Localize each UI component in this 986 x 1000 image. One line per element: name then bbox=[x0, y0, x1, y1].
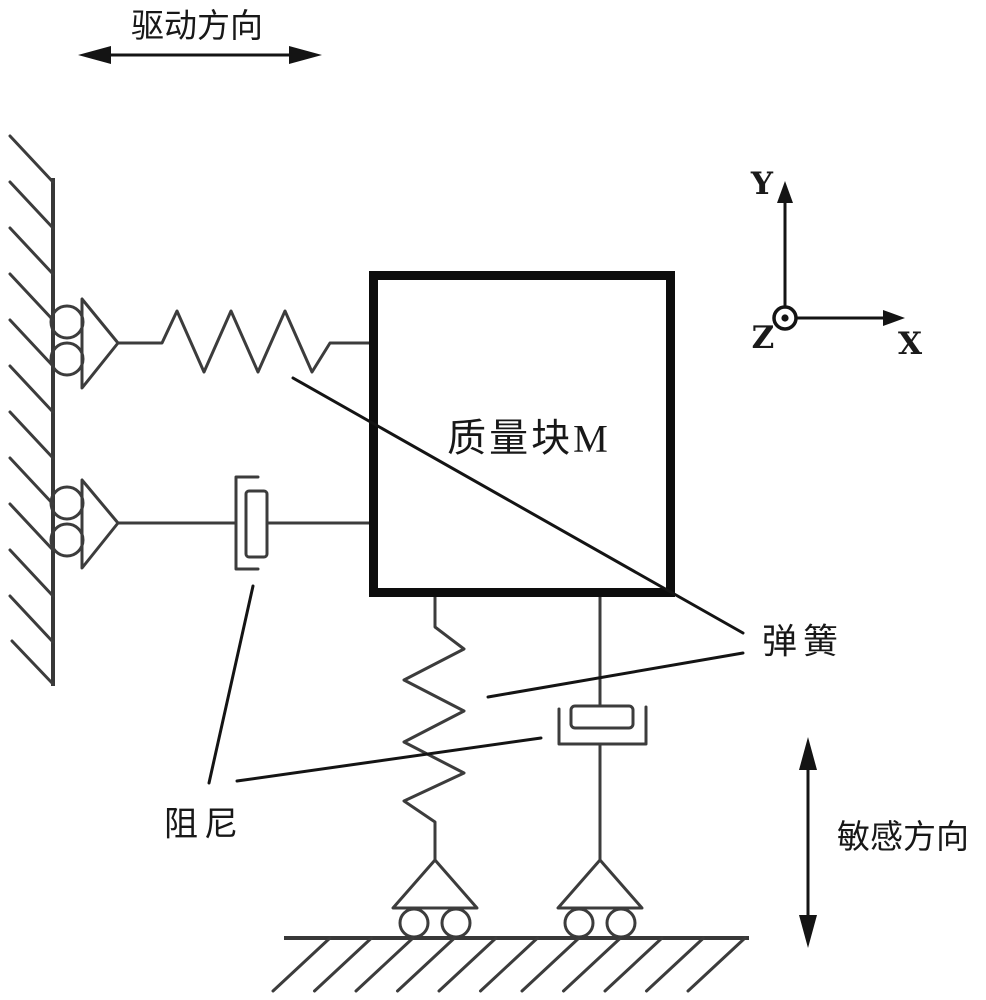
damping-callout: 阻尼 bbox=[164, 584, 543, 844]
wall-roller-support-lower bbox=[49, 478, 120, 570]
ground-roller-support-right bbox=[556, 858, 644, 939]
y-axis-label: Y bbox=[750, 166, 774, 202]
spring-leader-line-vertical bbox=[486, 651, 745, 699]
damping-leader-line-horizontal bbox=[207, 584, 255, 785]
vertical-damper bbox=[557, 592, 648, 862]
ground-hatching bbox=[271, 936, 747, 993]
damping-leader-line-vertical bbox=[235, 736, 543, 783]
y-axis-arrowhead-icon bbox=[777, 181, 793, 203]
drive-direction-label: 驱动方向 bbox=[131, 8, 263, 45]
fixed-wall bbox=[8, 134, 55, 686]
wall-hatching bbox=[8, 134, 55, 686]
spring-callout: 弹簧 bbox=[291, 376, 844, 699]
x-axis-arrowhead-icon bbox=[883, 310, 905, 326]
mass-block-label: 质量块M bbox=[447, 418, 611, 461]
drive-direction-arrow-icon bbox=[78, 46, 322, 64]
sense-direction-label: 敏感方向 bbox=[837, 819, 969, 856]
sense-direction-arrow-icon bbox=[799, 737, 817, 948]
coordinate-axes: Y X Z bbox=[750, 166, 923, 362]
vertical-spring bbox=[402, 594, 466, 862]
horizontal-spring bbox=[116, 309, 373, 374]
wall-roller-support-upper bbox=[49, 297, 120, 390]
ground-roller-support-left bbox=[391, 858, 479, 939]
drive-direction-annotation: 驱动方向 bbox=[78, 8, 322, 64]
damping-label: 阻尼 bbox=[164, 807, 244, 844]
spring-label: 弹簧 bbox=[762, 623, 844, 662]
x-axis-label: X bbox=[898, 326, 923, 362]
mass-block: 质量块M bbox=[369, 271, 675, 597]
horizontal-damper bbox=[116, 475, 373, 571]
sense-direction-annotation: 敏感方向 bbox=[799, 737, 969, 948]
ground bbox=[271, 936, 749, 993]
spring-leader-line-horizontal bbox=[291, 376, 745, 635]
z-axis-label: Z bbox=[752, 320, 775, 356]
